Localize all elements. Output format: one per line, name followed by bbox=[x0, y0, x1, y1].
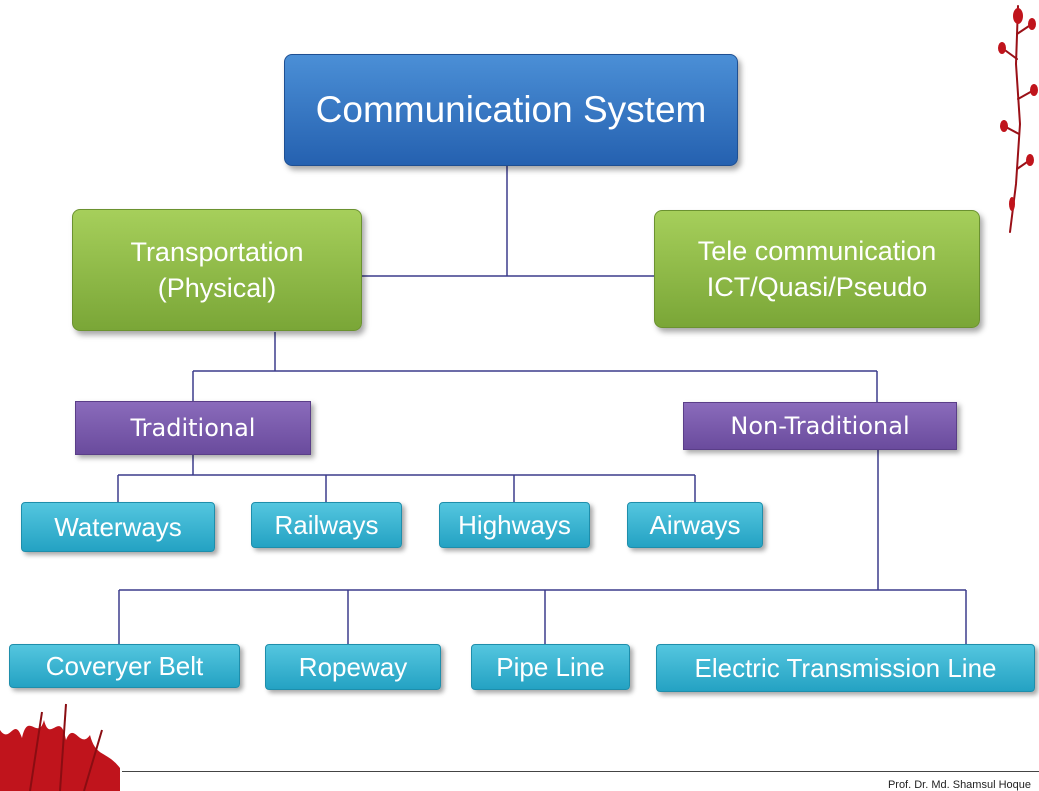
traditional-label: Traditional bbox=[130, 414, 256, 442]
ropeway-box: Ropeway bbox=[265, 644, 441, 690]
transportation-line2: (Physical) bbox=[157, 273, 277, 303]
conveyor-belt-box: Coveryer Belt bbox=[9, 644, 240, 688]
conveyor-belt-label: Coveryer Belt bbox=[45, 650, 204, 681]
transportation-line1: Transportation bbox=[130, 236, 304, 267]
railways-box: Railways bbox=[251, 502, 402, 548]
traditional-box: Traditional bbox=[75, 401, 311, 455]
splash-decoration-icon bbox=[0, 703, 120, 791]
airways-box: Airways bbox=[627, 502, 763, 548]
author-credit: Prof. Dr. Md. Shamsul Hoque bbox=[887, 779, 1031, 791]
non-traditional-label: Non-Traditional bbox=[730, 412, 910, 440]
telecommunication-line2: ICT/Quasi/Pseudo bbox=[706, 272, 928, 302]
pipe-line-box: Pipe Line bbox=[471, 644, 630, 690]
footer-divider bbox=[122, 771, 1039, 772]
pipe-line-label: Pipe Line bbox=[496, 651, 605, 682]
electric-transmission-line-box: Electric Transmission Line bbox=[656, 644, 1035, 692]
non-traditional-box: Non-Traditional bbox=[683, 402, 957, 450]
telecommunication-box: Tele communication ICT/Quasi/Pseudo bbox=[654, 210, 980, 328]
waterways-box: Waterways bbox=[21, 502, 215, 552]
railways-label: Railways bbox=[274, 509, 379, 540]
highways-label: Highways bbox=[458, 509, 571, 540]
transportation-box: Transportation (Physical) bbox=[72, 209, 362, 331]
plant-decoration-icon bbox=[998, 5, 1038, 233]
electric-transmission-line-label: Electric Transmission Line bbox=[694, 652, 997, 683]
ropeway-label: Ropeway bbox=[298, 651, 408, 682]
airways-label: Airways bbox=[649, 509, 741, 540]
communication-system-label: Communication System bbox=[315, 89, 707, 130]
communication-system-box: Communication System bbox=[284, 54, 738, 166]
telecommunication-line1: Tele communication bbox=[697, 235, 937, 266]
highways-box: Highways bbox=[439, 502, 590, 548]
waterways-label: Waterways bbox=[54, 511, 182, 542]
